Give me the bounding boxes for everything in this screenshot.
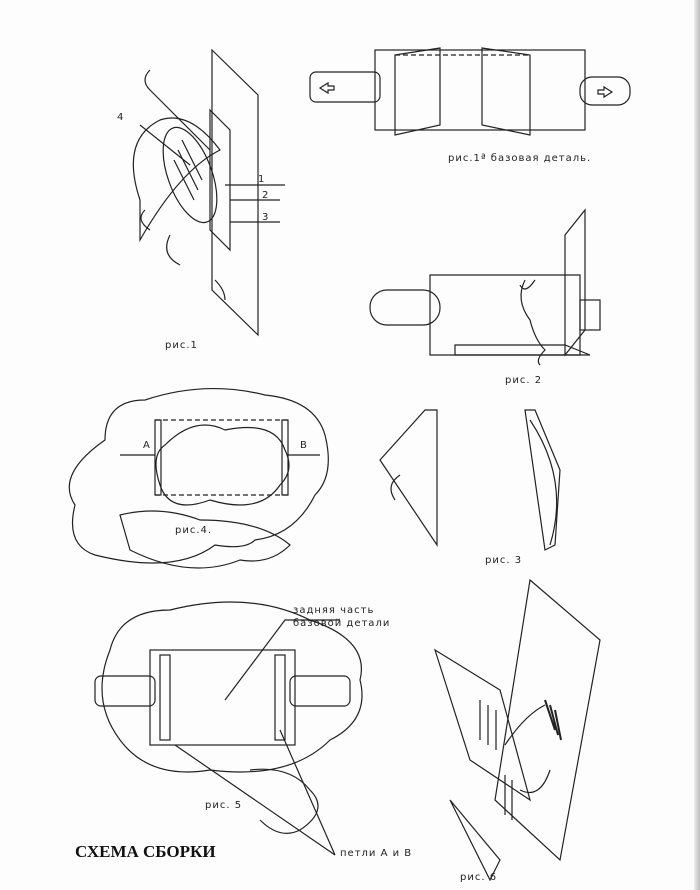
fig5-note-back-2: базовой детали [293, 618, 391, 629]
fig2-caption: рис. 2 [505, 375, 543, 386]
fig1-drawing [132, 48, 285, 337]
fig1-callout-1: 1 [258, 174, 266, 185]
fig6-drawing [433, 578, 601, 882]
scan-edge [694, 0, 700, 890]
fig4-label-b: В [300, 440, 308, 451]
fig1-callout-2: 2 [262, 190, 270, 201]
fig5-drawing [94, 601, 363, 856]
fig5-note-back: задняя часть [293, 605, 375, 616]
fig5-caption: рис. 5 [205, 800, 243, 811]
fig1-callout-3: 3 [262, 212, 270, 223]
fig5-note-loops: петли А и В [340, 848, 413, 859]
fig2-drawing [369, 208, 601, 366]
fig1a-drawing [309, 47, 631, 136]
fig1a-caption: рис.1ª базовая деталь. [448, 153, 592, 164]
fig1-caption: рис.1 [165, 340, 198, 351]
fig3-caption: рис. 3 [485, 555, 523, 566]
fig6-caption: рис. 6 [460, 872, 498, 883]
fig4-drawing [68, 387, 329, 569]
fig1-callout-4: 4 [117, 112, 125, 123]
fig4-caption: рис.4. [175, 525, 213, 536]
page-title: СХЕМА СБОРКИ [75, 842, 216, 861]
fig3-drawing [379, 409, 561, 551]
fig4-label-a: А [143, 440, 151, 451]
